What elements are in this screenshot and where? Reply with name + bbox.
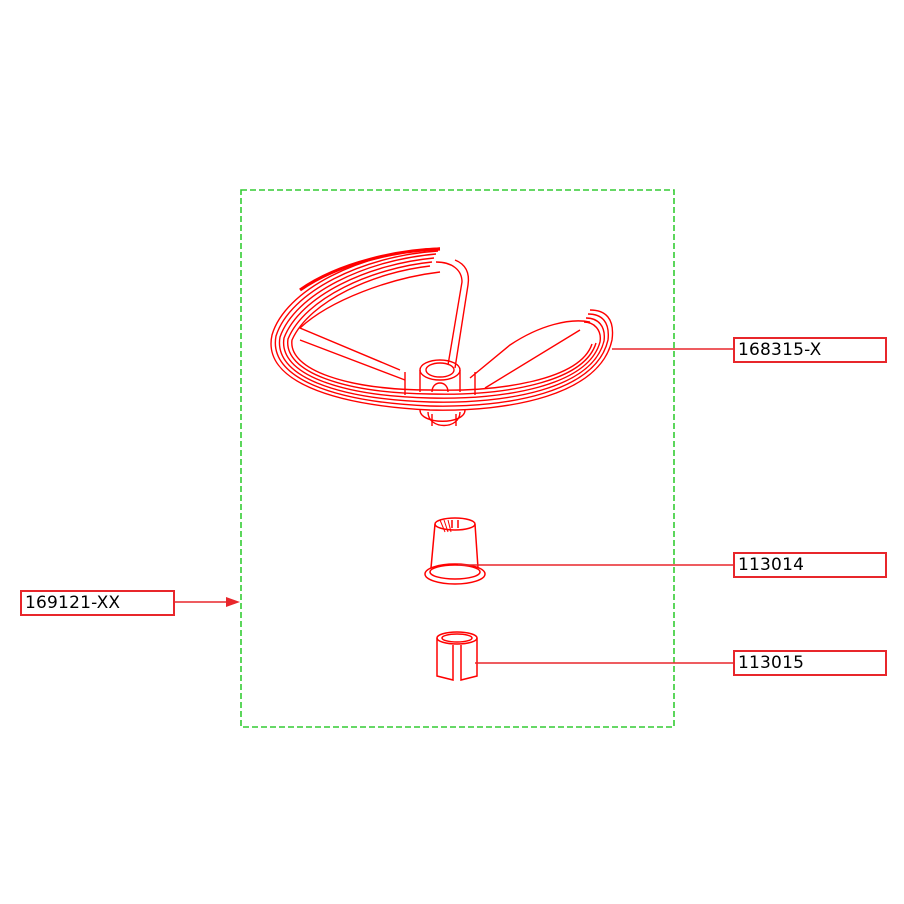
part-label-113015: 113015 [733, 650, 887, 676]
sleeve-part-drawing [424, 517, 486, 585]
part-label-113014: 113014 [733, 552, 887, 578]
ring-part-drawing [270, 247, 614, 427]
assembly-label-169121: 169121-XX [20, 590, 175, 616]
part-label-168315: 168315-X [733, 337, 887, 363]
arrowhead-icon [226, 597, 240, 607]
assembly-boundary [240, 189, 675, 728]
bushing-part-drawing [436, 631, 478, 681]
